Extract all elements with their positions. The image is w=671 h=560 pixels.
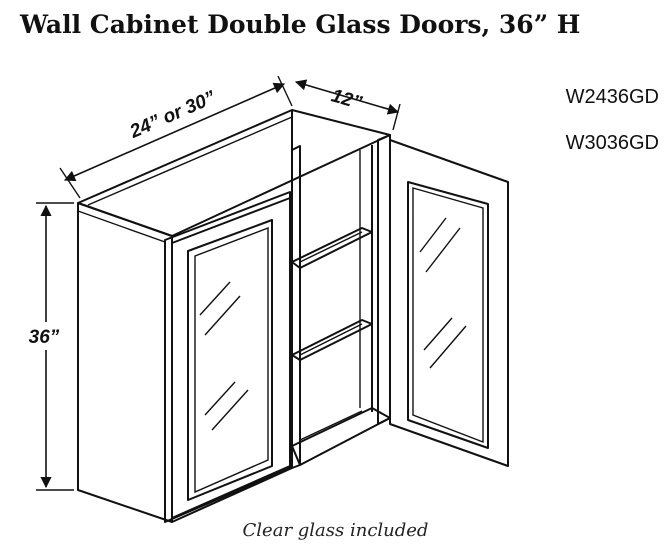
depth-dimension: 12”: [294, 79, 401, 131]
left-door-glass-panel: [187, 219, 273, 501]
page-title: Wall Cabinet Double Glass Doors, 36” H: [20, 10, 581, 39]
shelf-lower: [291, 319, 373, 361]
width-dimension: 24” or 30”: [59, 75, 293, 199]
depth-label: 12”: [329, 85, 365, 114]
caption: Clear glass included: [242, 520, 429, 541]
width-label: 24” or 30”: [126, 87, 219, 143]
height-dimension: 36”: [18, 202, 74, 491]
right-glass-door: [377, 134, 509, 467]
center-stile: [291, 145, 301, 469]
height-label: 36”: [29, 327, 60, 348]
shelf-upper: [291, 227, 373, 269]
model-number-30: W3036GD: [565, 132, 659, 154]
cabinet-left-side: [77, 202, 173, 523]
cabinet-top: [77, 109, 391, 237]
model-number-24: W2436GD: [565, 86, 659, 108]
right-door-glass-panel: [407, 181, 489, 449]
left-glass-door: [164, 191, 291, 523]
cabinet-body: [77, 109, 391, 523]
